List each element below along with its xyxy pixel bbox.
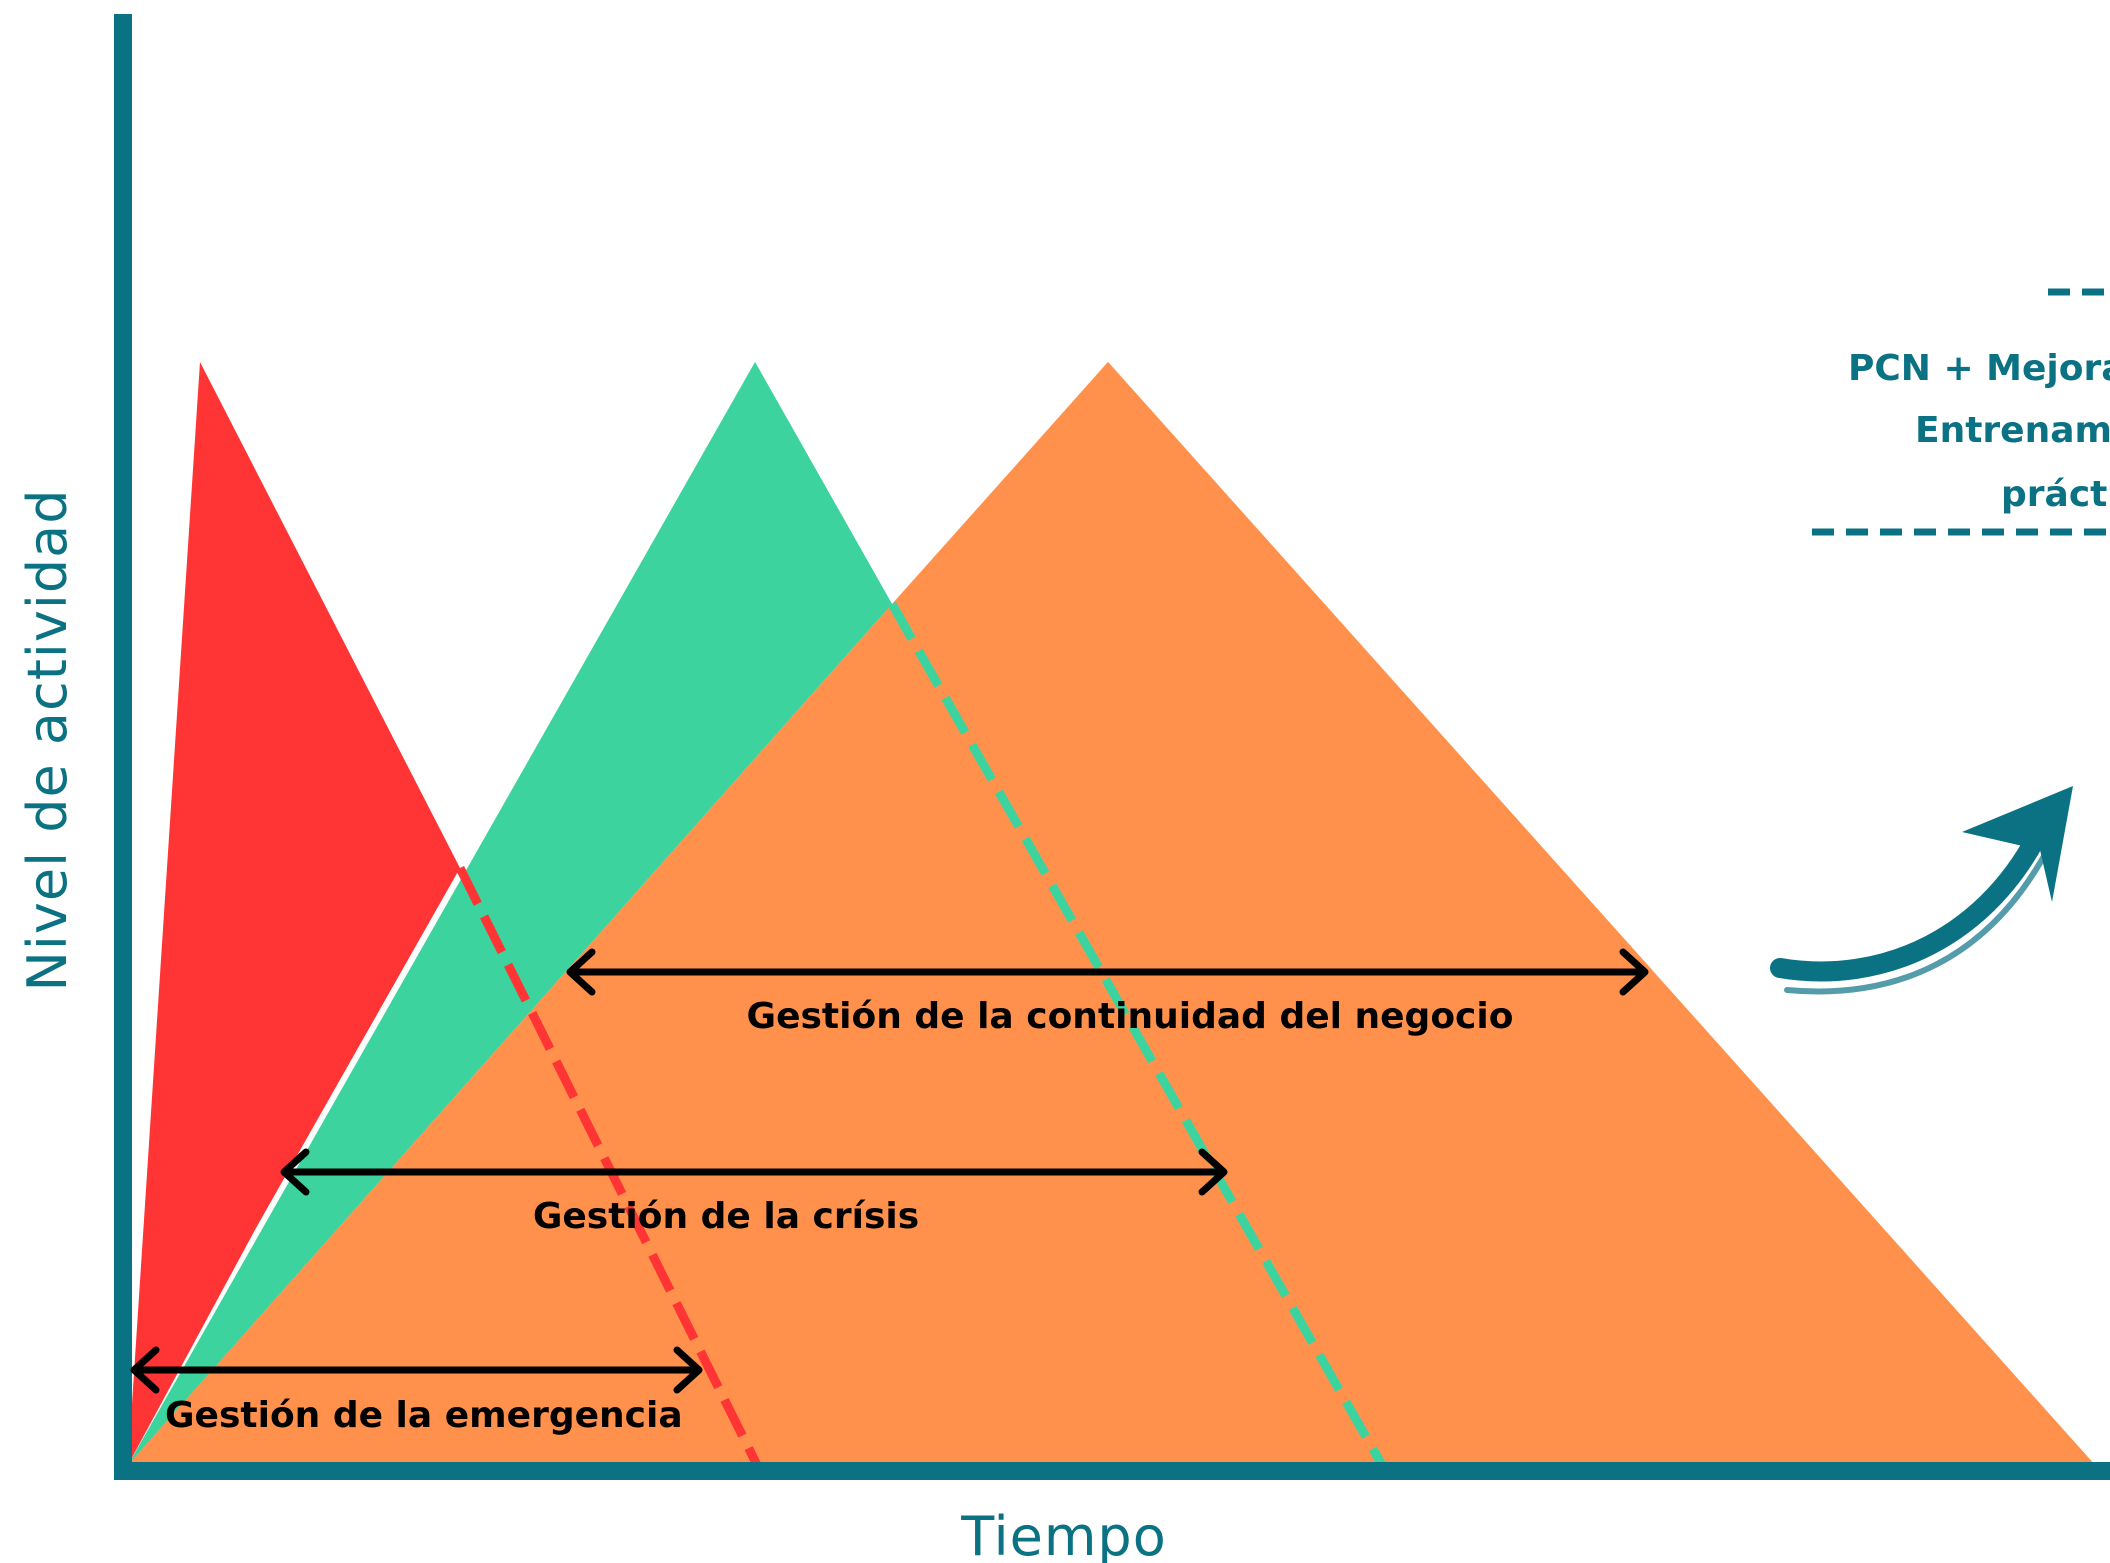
- continuity-label: Gestión de la continuidad del negocio: [747, 996, 1514, 1037]
- side-panel: PCN + Mejora Entrenam práct: [1812, 288, 2110, 536]
- crisis-dashed-line: [888, 601, 1386, 1468]
- emergency-triangle: [128, 362, 460, 1465]
- side-panel-line1: PCN + Mejora: [1848, 348, 2110, 389]
- x-axis-label: Tiempo: [960, 1505, 1166, 1563]
- double-headed-arrow-icon: [566, 948, 1649, 996]
- crisis-label: Gestión de la crísis: [533, 1196, 919, 1237]
- emergency-dashed-line: [455, 865, 762, 1468]
- double-headed-arrow-icon: [280, 1148, 1228, 1196]
- curved-arrow-up-right-icon: [1770, 786, 2073, 995]
- y-axis-label: Nivel de actividad: [16, 489, 79, 992]
- emergency-label: Gestión de la emergencia: [165, 1395, 683, 1436]
- side-panel-line2: Entrenam: [1915, 410, 2110, 451]
- crisis-triangle-body: [128, 362, 892, 1465]
- side-panel-line3: práct: [2001, 474, 2107, 515]
- double-headed-arrow-icon: [130, 1346, 703, 1394]
